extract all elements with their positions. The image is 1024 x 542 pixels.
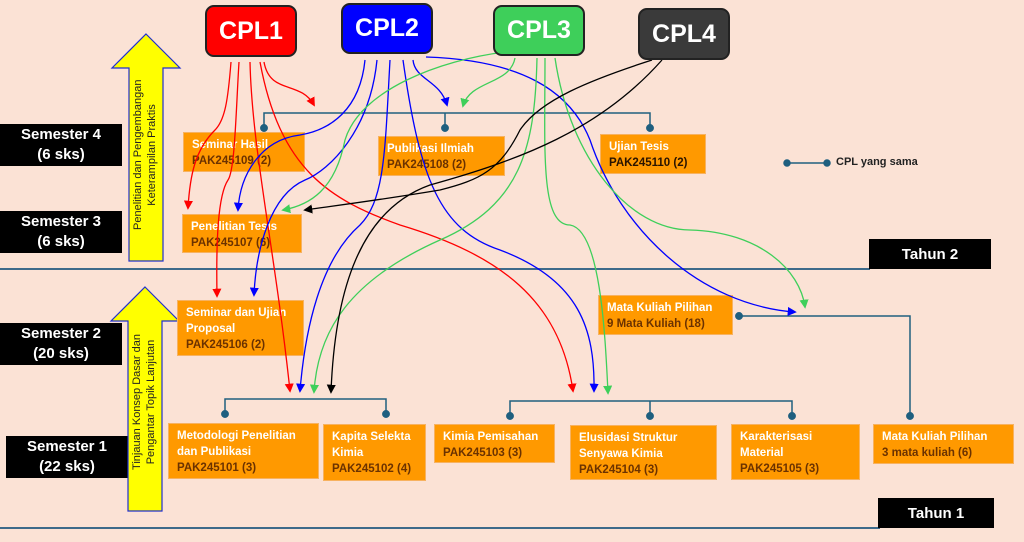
course-title: Kapita Selekta Kimia: [332, 431, 411, 459]
course-code: PAK245107 (6): [191, 237, 271, 249]
semester-name: Semester 4: [20, 126, 102, 143]
semester-name: Semester 2: [20, 325, 102, 342]
cpl1-connectors: [183, 61, 577, 393]
semester-2-label: Semester 2 (20 sks): [0, 323, 122, 365]
cpl4-box: CPL4: [638, 8, 730, 60]
course-title: Karakterisasi Material: [740, 431, 813, 459]
course-code: PAK245109 (2): [192, 155, 272, 167]
course-mk-pilihan-9: Mata Kuliah Pilihan 9 Mata Kuliah (18): [598, 295, 733, 335]
legend-line-icon: [783, 159, 831, 167]
course-code: PAK245103 (3): [443, 447, 523, 459]
course-title: Metodologi Penelitian dan Publikasi: [177, 430, 296, 458]
year-1-divider: [0, 527, 880, 529]
course-title: Kimia Pemisahan: [443, 431, 539, 443]
course-title: Mata Kuliah Pilihan: [607, 302, 713, 314]
course-code: PAK245101 (3): [177, 462, 257, 474]
semester-name: Semester 1: [26, 438, 108, 455]
course-title: Mata Kuliah Pilihan: [882, 431, 988, 443]
course-title: Penelitian Tesis: [191, 221, 278, 233]
semester-sks: (22 sks): [39, 458, 95, 475]
course-title: Elusidasi Struktur Senyawa Kimia: [579, 432, 678, 460]
course-code: 3 mata kuliah (6): [882, 447, 973, 459]
cpl4-connectors: [303, 59, 663, 394]
semester-sks: (6 sks): [37, 233, 85, 250]
course-mk-pilihan-3: Mata Kuliah Pilihan 3 mata kuliah (6): [873, 424, 1014, 464]
semester-1-label: Semester 1 (22 sks): [6, 436, 128, 478]
course-title: Ujian Tesis: [609, 141, 669, 153]
semester-name: Semester 3: [20, 213, 102, 230]
year-label-tahun-1: Tahun 1: [878, 498, 994, 528]
upper-yellow-arrow-icon: [110, 33, 182, 262]
cpl2-connectors: [233, 56, 797, 393]
semester-sks: (20 sks): [33, 345, 89, 362]
year-2-divider: [0, 268, 870, 270]
course-code: PAK245110 (2): [609, 157, 688, 169]
legend-label: CPL yang sama: [836, 156, 918, 168]
course-code: PAK245106 (2): [186, 339, 266, 351]
lower-yellow-arrow-icon: [109, 286, 181, 512]
semester-3-label: Semester 3 (6 sks): [0, 211, 122, 253]
course-code: PAK245104 (3): [579, 464, 659, 476]
course-title: Seminar Hasil: [192, 139, 269, 151]
year-label-tahun-2: Tahun 2: [869, 239, 991, 269]
cpl2-box: CPL2: [341, 3, 433, 54]
same-cpl-brackets: [221, 112, 914, 420]
course-title: Seminar dan Ujian Proposal: [186, 307, 287, 335]
cpl1-box: CPL1: [205, 5, 297, 57]
course-code: PAK245102 (4): [332, 463, 412, 475]
course-code: 9 Mata Kuliah (18): [607, 318, 705, 330]
course-title: Publikasi Ilmiah: [387, 143, 474, 155]
course-code: PAK245108 (2): [387, 159, 467, 171]
cpl3-box: CPL3: [493, 5, 585, 56]
semester-4-label: Semester 4 (6 sks): [0, 124, 122, 166]
course-code: PAK245105 (3): [740, 463, 820, 475]
cpl3-connectors: [281, 51, 809, 395]
semester-sks: (6 sks): [37, 146, 85, 163]
